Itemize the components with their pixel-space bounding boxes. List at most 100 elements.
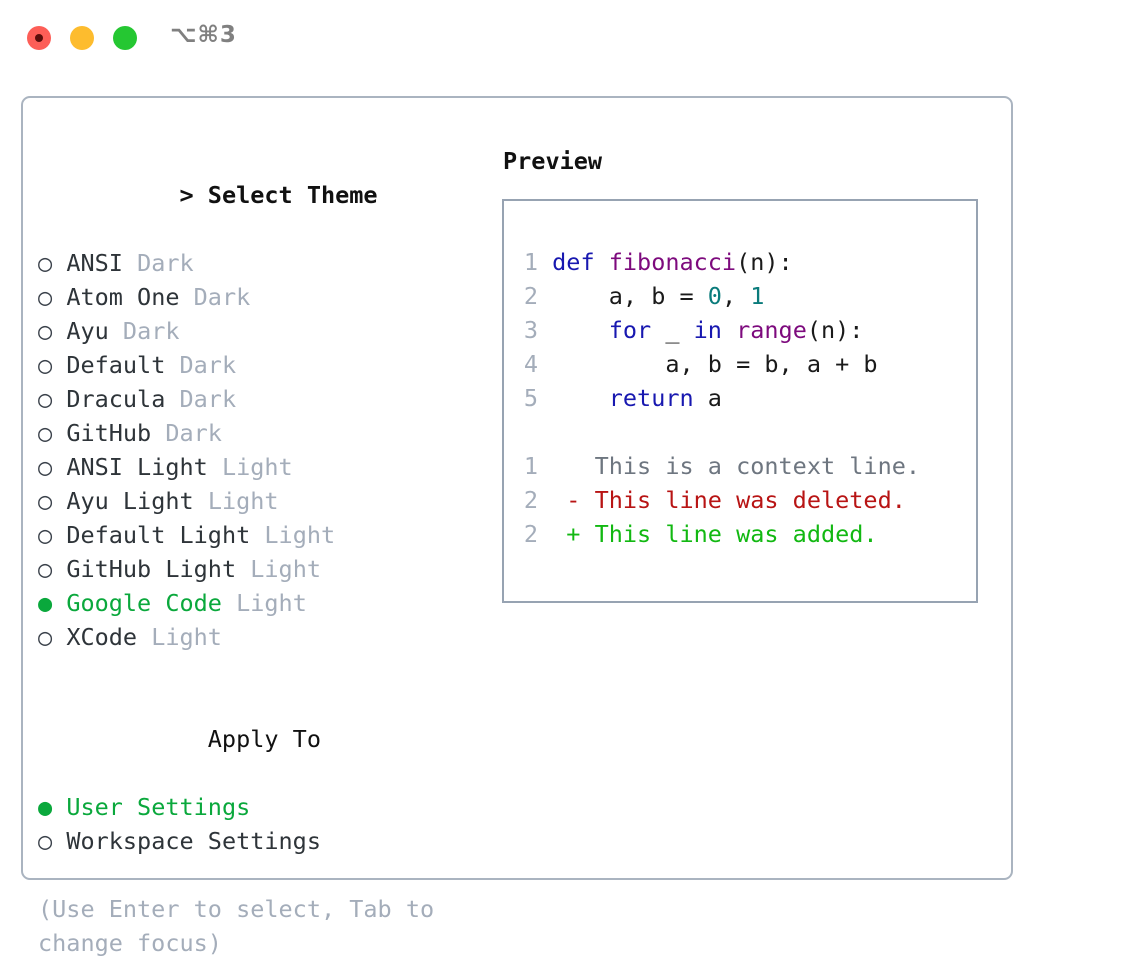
code-token-pl: (n): bbox=[806, 316, 864, 344]
prompt-caret: > bbox=[179, 181, 194, 209]
theme-option-ansi[interactable]: ○ ANSI Dark bbox=[38, 246, 483, 280]
diff-line-ctx: 1 This is a context line. bbox=[514, 449, 974, 483]
line-number: 2 bbox=[523, 486, 538, 514]
radio-unselected-icon: ○ bbox=[38, 317, 53, 345]
line-number: 1 bbox=[523, 452, 538, 480]
theme-option-label: GitHub bbox=[66, 419, 152, 447]
radio-unselected-icon: ○ bbox=[38, 487, 53, 515]
radio-unselected-icon: ○ bbox=[38, 555, 53, 583]
theme-variant-badge: Light bbox=[250, 555, 321, 583]
theme-variant-badge: Dark bbox=[137, 249, 194, 277]
theme-option-github[interactable]: ○ GitHub Dark bbox=[38, 416, 483, 450]
theme-option-ayu[interactable]: ○ Ayu Dark bbox=[38, 314, 483, 348]
code-token-pl bbox=[552, 316, 609, 344]
theme-option-label: ANSI bbox=[66, 249, 123, 277]
radio-unselected-icon: ○ bbox=[38, 385, 53, 413]
code-token-num: 1 bbox=[750, 282, 765, 310]
content-panel: > Select Theme ○ ANSI Dark○ Atom One Dar… bbox=[21, 96, 1013, 957]
apply-to-option-label: Workspace Settings bbox=[66, 827, 321, 855]
preview-title: Preview bbox=[503, 147, 603, 175]
close-window-button[interactable] bbox=[27, 26, 51, 50]
window-shortcut-label: ⌥⌘3 bbox=[170, 22, 237, 48]
title-bar: ⌥⌘3 bbox=[0, 0, 1140, 78]
theme-variant-badge: Light bbox=[207, 487, 279, 515]
code-diff-spacer bbox=[514, 415, 974, 449]
code-token-fn: range bbox=[736, 316, 807, 344]
diff-marker: + bbox=[566, 520, 581, 548]
theme-variant-badge: Light bbox=[151, 623, 222, 651]
line-number: 3 bbox=[523, 316, 538, 344]
code-token-pl: (n): bbox=[736, 248, 793, 276]
radio-unselected-icon: ○ bbox=[38, 351, 53, 379]
code-token-pl: a, b = bbox=[552, 282, 708, 310]
code-token-kw: return bbox=[608, 384, 694, 412]
apply-to-option-list: ● User Settings○ Workspace Settings bbox=[38, 790, 483, 858]
theme-variant-badge: Light bbox=[264, 521, 336, 549]
theme-variant-badge: Dark bbox=[193, 283, 251, 311]
theme-option-atom-one[interactable]: ○ Atom One Dark bbox=[38, 280, 483, 314]
radio-unselected-icon: ○ bbox=[38, 419, 53, 447]
code-token-kw: in bbox=[693, 316, 722, 344]
radio-unselected-icon: ○ bbox=[38, 249, 53, 277]
theme-option-xcode[interactable]: ○ XCode Light bbox=[38, 620, 483, 654]
theme-option-default[interactable]: ○ Default Dark bbox=[38, 348, 483, 382]
theme-option-ayu-light[interactable]: ○ Ayu Light Light bbox=[38, 484, 483, 518]
theme-variant-badge: Light bbox=[221, 453, 293, 481]
theme-option-list: ○ ANSI Dark○ Atom One Dark○ Ayu Dark○ De… bbox=[38, 246, 483, 654]
theme-option-label: Dracula bbox=[66, 385, 166, 413]
code-token-pl: , bbox=[721, 282, 751, 310]
theme-option-label: Atom One bbox=[66, 283, 180, 311]
theme-variant-badge: Dark bbox=[165, 419, 222, 447]
traffic-light-buttons bbox=[27, 26, 137, 50]
page-title: Select Theme bbox=[207, 181, 378, 209]
line-number: 4 bbox=[523, 350, 538, 378]
diff-marker: - bbox=[566, 486, 581, 514]
theme-option-default-light[interactable]: ○ Default Light Light bbox=[38, 518, 483, 552]
diff-marker bbox=[566, 452, 580, 480]
apply-to-option-workspace-settings[interactable]: ○ Workspace Settings bbox=[38, 824, 483, 858]
diff-line-del: 2 - This line was deleted. bbox=[514, 483, 974, 517]
diff-text: This line was added. bbox=[580, 520, 878, 548]
code-line: 3 for _ in range(n): bbox=[514, 313, 974, 347]
diff-line-add: 2 + This line was added. bbox=[514, 517, 974, 551]
diff-sample: 1 This is a context line.2 - This line w… bbox=[514, 449, 974, 551]
theme-option-label: ANSI Light bbox=[66, 453, 208, 481]
code-line: 1 def fibonacci(n): bbox=[514, 245, 974, 279]
diff-text: This line was deleted. bbox=[580, 486, 906, 514]
code-token-pl: a, b = b, a + b bbox=[552, 350, 878, 378]
theme-variant-badge: Light bbox=[236, 589, 307, 617]
code-line: 2 a, b = 0, 1 bbox=[514, 279, 974, 313]
theme-option-github-light[interactable]: ○ GitHub Light Light bbox=[38, 552, 483, 586]
code-token-pl bbox=[552, 384, 609, 412]
theme-variant-badge: Dark bbox=[179, 385, 237, 413]
theme-picker-column: > Select Theme ○ ANSI Dark○ Atom One Dar… bbox=[38, 144, 483, 960]
radio-selected-icon: ● bbox=[38, 589, 53, 617]
zoom-window-button[interactable] bbox=[113, 26, 137, 50]
hint-spacer bbox=[38, 858, 483, 892]
code-token-pl: _ bbox=[651, 316, 694, 344]
theme-option-ansi-light[interactable]: ○ ANSI Light Light bbox=[38, 450, 483, 484]
code-token-kw: for bbox=[608, 316, 652, 344]
code-token-kw: def bbox=[552, 248, 609, 276]
theme-option-dracula[interactable]: ○ Dracula Dark bbox=[38, 382, 483, 416]
theme-option-google-code[interactable]: ● Google Code Light bbox=[38, 586, 483, 620]
radio-unselected-icon: ○ bbox=[38, 827, 53, 855]
radio-unselected-icon: ○ bbox=[38, 623, 53, 651]
theme-option-label: Ayu bbox=[66, 317, 109, 345]
theme-option-label: GitHub Light bbox=[66, 555, 237, 583]
theme-option-label: Default bbox=[66, 351, 166, 379]
line-number: 1 bbox=[523, 248, 538, 276]
radio-unselected-icon: ○ bbox=[38, 453, 53, 481]
code-token-pl bbox=[722, 316, 736, 344]
apply-to-option-user-settings[interactable]: ● User Settings bbox=[38, 790, 483, 824]
apply-to-option-label: User Settings bbox=[66, 793, 251, 821]
keyboard-hint-text: (Use Enter to select, Tab to change focu… bbox=[38, 895, 449, 957]
minimize-window-button[interactable] bbox=[70, 26, 94, 50]
apply-to-title: Apply To bbox=[207, 725, 321, 753]
code-token-num: 0 bbox=[707, 282, 722, 310]
theme-option-label: Google Code bbox=[66, 589, 222, 617]
radio-selected-icon: ● bbox=[38, 793, 53, 821]
code-line: 5 return a bbox=[514, 381, 974, 415]
